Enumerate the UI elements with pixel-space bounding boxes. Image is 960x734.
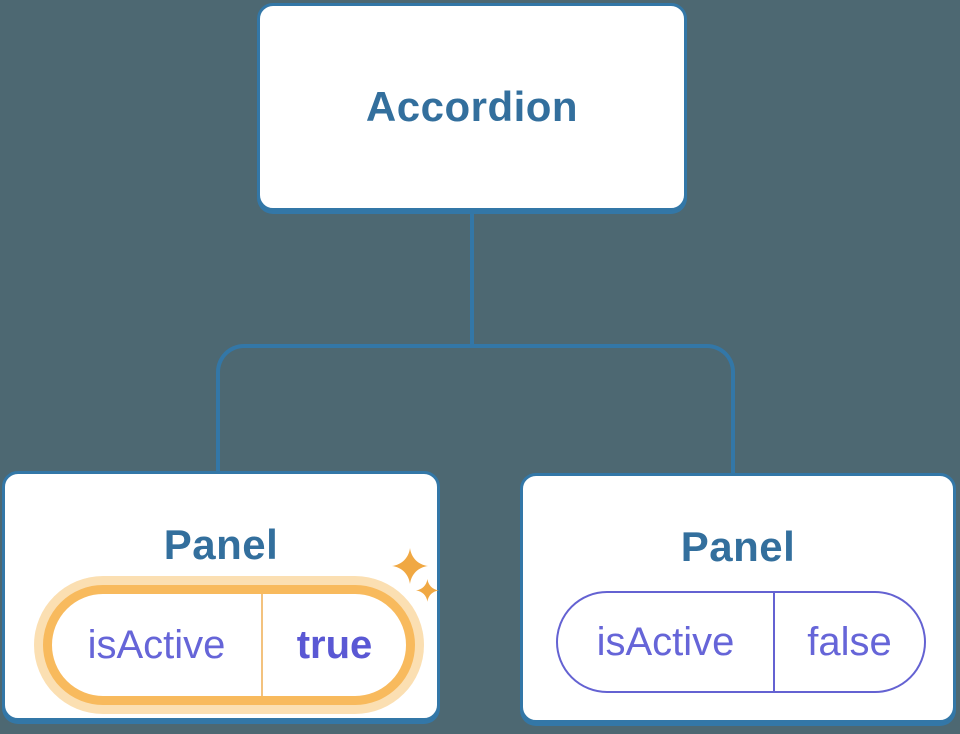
sparkles-icon xyxy=(392,548,439,602)
connector-branch xyxy=(216,344,735,476)
panel-node-label: Panel xyxy=(163,521,279,568)
panel-node-label: Panel xyxy=(680,523,796,570)
state-pill-inactive: isActive false xyxy=(556,591,926,693)
pill-divider xyxy=(261,594,263,696)
state-prop-value: false xyxy=(807,619,892,664)
pill-divider xyxy=(773,593,775,691)
state-prop-value: true xyxy=(296,622,373,667)
panel-node-inactive: Panel isActive false xyxy=(520,473,956,723)
state-prop-name: isActive xyxy=(596,619,735,664)
accordion-node-label: Accordion xyxy=(365,83,579,130)
state-prop-name: isActive xyxy=(87,622,226,667)
connector-root-stem xyxy=(470,211,474,347)
state-pill-active: isActive true xyxy=(43,585,415,705)
panel-node-active: Panel isActive true xyxy=(2,471,440,721)
accordion-node: Accordion xyxy=(257,3,687,211)
